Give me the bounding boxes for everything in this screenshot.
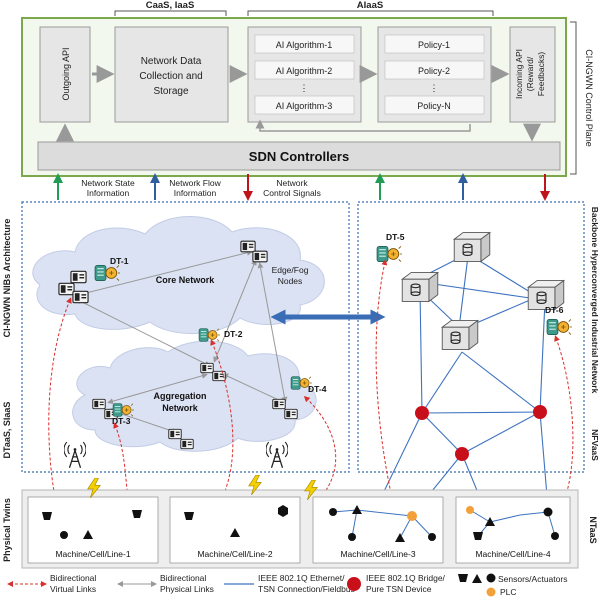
ai-algorithm-1: AI Algorithm-1: [276, 40, 333, 50]
legend-sensor-samples: [458, 573, 496, 583]
incoming-api-line-2: (Reward/: [525, 56, 535, 91]
cell-2-devices: [184, 505, 288, 537]
policy-list: [384, 34, 485, 115]
ai-algorithm-2: AI Algorithm-2: [276, 66, 333, 76]
dtaas-side-label: DTaaS, SIaaS: [2, 402, 12, 459]
antenna-icon-left: [64, 441, 86, 469]
edge-fog-label-1: Edge/Fog: [272, 265, 309, 275]
policy-n: Policy-N: [417, 101, 451, 111]
legend-sensors: Sensors/Actuators: [498, 574, 567, 584]
backbone-side-label: Backbone Hyperconverged Industrial Netwo…: [590, 207, 600, 394]
flow-info-line-1: Network Flow: [169, 178, 221, 188]
top-brackets: [114, 10, 494, 16]
cell-label-4: Machine/Cell/Line-4: [475, 549, 550, 559]
ndcs-line-2: Collection and: [139, 71, 202, 82]
legend-virtual-line-1: Bidirectional: [50, 573, 96, 583]
nibs-region-frame: [21, 201, 350, 473]
aiaas-label: AIaaS: [357, 0, 383, 11]
legend-plc-sample: [486, 587, 496, 597]
policy-2: Policy-2: [418, 66, 450, 76]
legend-virtual-line-2: Virtual Links: [50, 584, 96, 594]
control-plane-flow-arrows: [56, 65, 541, 142]
ai-algorithm-3: AI Algorithm-3: [276, 101, 333, 111]
outgoing-api-label: Outgoing API: [61, 47, 71, 100]
backbone-region-frame: [357, 201, 585, 473]
legend-physical-line-2: Physical Links: [160, 584, 214, 594]
incoming-api-line-3: Feedbacks): [536, 52, 546, 97]
legend-bridge-line-2: Pure TSN Device: [366, 584, 432, 594]
control-signals-line-2: Control Signals: [263, 188, 321, 198]
backbone-links: [374, 239, 549, 523]
flow-info-line-2: Information: [174, 188, 217, 198]
state-info-line-1: Network State: [81, 178, 135, 188]
sdn-controllers-label: SDN Controllers: [249, 149, 349, 164]
legend-ethernet-line-2: TSN Connection/Fieldbus: [258, 584, 355, 594]
core-network-label: Core Network: [156, 275, 216, 285]
caas-iaas-label: CaaS, IaaS: [146, 0, 195, 11]
cell-1-devices: [42, 510, 142, 539]
ntaas-side-label: NTaaS: [588, 516, 598, 543]
dt-6-label: DT-6: [545, 305, 564, 315]
legend-ethernet-line-1: IEEE 802.1Q Ethernet/: [258, 573, 345, 583]
dt-3-label: DT-3: [112, 416, 131, 426]
incoming-api-box[interactable]: [509, 26, 556, 123]
aggregation-label-1: Aggregation: [154, 391, 207, 401]
nfvaas-side-label: NFVaaS: [590, 429, 600, 461]
outgoing-api-box[interactable]: [39, 26, 91, 123]
incoming-api-line-1: Incoming API: [514, 49, 524, 99]
dt-4-label: DT-4: [308, 384, 327, 394]
right-virtual-links: [375, 259, 574, 501]
cell-label-2: Machine/Cell/Line-2: [197, 549, 272, 559]
nibs-side-label: CI-NGWN NIBs Architecture: [2, 219, 12, 338]
control-plane-side-label: CI-NGWN Control Plane: [584, 49, 594, 147]
signal-arrows: [53, 173, 550, 201]
policy-1: Policy-1: [418, 40, 450, 50]
dt-5-label: DT-5: [386, 232, 405, 242]
physical-twins-side-label: Physical Twins: [2, 498, 12, 562]
edge-fog-label-2: Nodes: [278, 276, 303, 286]
cell-4-devices: [466, 506, 559, 540]
aggregation-label-2: Network: [162, 403, 199, 413]
legend-bridge-sample: [347, 577, 361, 591]
legend-bridge-line-1: IEEE 802.1Q Bridge/: [366, 573, 446, 583]
control-signals-line-1: Network: [276, 178, 308, 188]
dt-2-label: DT-2: [224, 329, 243, 339]
ai-algorithm-list: [254, 34, 355, 115]
cell-label-3: Machine/Cell/Line-3: [340, 549, 415, 559]
dt-5-icon[interactable]: [376, 245, 402, 263]
legend-plc: PLC: [500, 587, 517, 597]
ai-algorithm-dots: ⋮: [300, 83, 309, 93]
sdn-controllers-bar[interactable]: [37, 141, 561, 171]
cell-label-1: Machine/Cell/Line-1: [55, 549, 130, 559]
legend-physical-line-1: Bidirectional: [160, 573, 206, 583]
antenna-icon-right: [266, 441, 288, 469]
ndcs-line-3: Storage: [153, 86, 188, 97]
tsn-bridge-nodes[interactable]: [415, 405, 547, 461]
dt-1-label: DT-1: [110, 256, 129, 266]
ndcs-line-1: Network Data: [141, 56, 202, 67]
cell-boxes[interactable]: [27, 496, 571, 564]
data-collection-box[interactable]: [114, 26, 229, 123]
cell-3-devices: [329, 505, 436, 542]
state-info-line-2: Information: [87, 188, 130, 198]
legend: Bidirectional Virtual Links Bidirectiona…: [7, 573, 567, 597]
dt-6-icon[interactable]: [546, 318, 572, 336]
policy-dots: ⋮: [430, 83, 439, 93]
